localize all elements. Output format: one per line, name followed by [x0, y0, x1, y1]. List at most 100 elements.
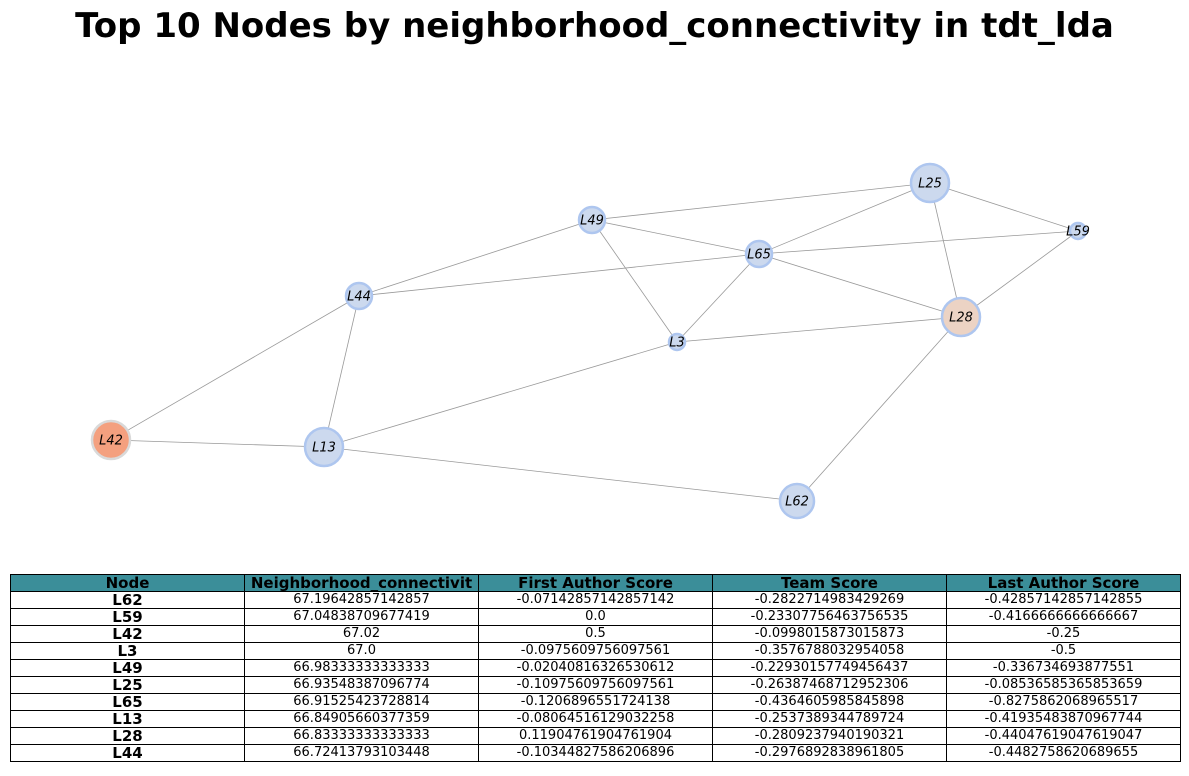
header-first-author-score: First Author Score	[478, 574, 713, 592]
edge-l25-l28	[929, 182, 962, 318]
edge-l13-l62	[323, 446, 798, 502]
table-cell-node: L49	[10, 659, 245, 677]
table-cell: -0.07142857142857142	[478, 591, 713, 609]
table-cell: 66.93548387096774	[244, 676, 479, 694]
table-cell: 66.98333333333333	[244, 659, 479, 677]
edge-l3-l28	[676, 316, 962, 343]
node-label: L25	[918, 177, 942, 192]
edge-l49-l3	[591, 219, 678, 343]
table-cell: 66.83333333333333	[244, 727, 479, 745]
table-cell: 66.84905660377359	[244, 710, 479, 728]
node-circle	[303, 426, 345, 468]
table-cell: -0.1206896551724138	[478, 693, 713, 711]
edge-l65-l44	[358, 253, 760, 297]
graph-node-l44: L44	[344, 281, 374, 311]
table-cell: -0.0975609756097561	[478, 642, 713, 660]
node-label: L3	[669, 336, 685, 351]
table-cell: -0.10344827586206896	[478, 744, 713, 762]
node-label: L44	[347, 290, 371, 305]
table-cell: 0.5	[478, 625, 713, 643]
table-cell: -0.5	[946, 642, 1181, 660]
node-circle	[577, 205, 607, 235]
edge-l25-l59	[929, 182, 1079, 232]
header-team-score: Team Score	[712, 574, 947, 592]
edge-l65-l28	[758, 253, 962, 318]
table-header-row: Node Neighborhood_connectivit First Auth…	[10, 574, 1181, 592]
node-circle	[909, 162, 951, 204]
edge-l49-l25	[591, 182, 931, 221]
edge-l25-l65	[758, 182, 931, 255]
graph-node-l59: L59	[1066, 221, 1090, 241]
node-label: L28	[949, 311, 973, 326]
table-cell-node: L44	[10, 744, 245, 762]
edge-l3-l13	[323, 341, 678, 448]
table-cell: -0.23307756463756535	[712, 608, 947, 626]
header-node: Node	[10, 574, 245, 592]
table-cell: -0.2822714983429269	[712, 591, 947, 609]
table-cell: -0.2976892838961805	[712, 744, 947, 762]
header-neighborhood-connectivity: Neighborhood_connectivit	[244, 574, 479, 592]
header-last-author-score: Last Author Score	[946, 574, 1181, 592]
node-label: L13	[312, 441, 336, 456]
table-cell: 0.11904761904761904	[478, 727, 713, 745]
table-cell-node: L25	[10, 676, 245, 694]
table-cell: -0.26387468712952306	[712, 676, 947, 694]
table-cell-node: L3	[10, 642, 245, 660]
table-cell: -0.41935483870967744	[946, 710, 1181, 728]
edge-l65-l59	[758, 230, 1079, 255]
node-label: L42	[99, 434, 123, 449]
edge-l28-l62	[796, 316, 962, 502]
table-cell: -0.08064516129032258	[478, 710, 713, 728]
edge-layer	[110, 182, 1079, 502]
table-cell-node: L62	[10, 591, 245, 609]
graph-node-l3: L3	[667, 332, 687, 352]
node-circle	[940, 296, 982, 338]
graph-node-l65: L65	[744, 239, 774, 269]
table-cell: 67.02	[244, 625, 479, 643]
node-circle	[90, 419, 132, 461]
edge-l42-l13	[110, 439, 325, 448]
table-cell: 66.91525423728814	[244, 693, 479, 711]
edge-l65-l3	[676, 253, 760, 343]
table-cell: -0.336734693877551	[946, 659, 1181, 677]
table-cell: 67.04838709677419	[244, 608, 479, 626]
node-circle	[667, 332, 687, 352]
graph-node-l49: L49	[577, 205, 607, 235]
table-cell: -0.4482758620689655	[946, 744, 1181, 762]
node-label: L62	[785, 495, 809, 510]
table-cell-node: L65	[10, 693, 245, 711]
graph-node-l42: L42	[90, 419, 132, 461]
node-table-container: Node Neighborhood_connectivit First Auth…	[10, 574, 1181, 762]
node-circle	[778, 482, 816, 520]
table-cell-node: L28	[10, 727, 245, 745]
table-cell: -0.08536585365853659	[946, 676, 1181, 694]
edge-l59-l28	[960, 230, 1079, 318]
node-circle	[744, 239, 774, 269]
table-cell: 66.72413793103448	[244, 744, 479, 762]
table-cell-node: L42	[10, 625, 245, 643]
table-cell: 67.0	[244, 642, 479, 660]
table-cell: 67.19642857142857	[244, 591, 479, 609]
edge-l49-l44	[358, 219, 593, 297]
table-cell: -0.25	[946, 625, 1181, 643]
graph-node-l28: L28	[940, 296, 982, 338]
edge-l44-l13	[323, 295, 360, 448]
table-cell: 0.0	[478, 608, 713, 626]
table-cell: -0.4166666666666667	[946, 608, 1181, 626]
table-cell-node: L59	[10, 608, 245, 626]
node-circle	[344, 281, 374, 311]
edge-l44-l42	[110, 295, 360, 441]
chart-title: Top 10 Nodes by neighborhood_connectivit…	[75, 6, 1114, 46]
table-cell: -0.2537389344789724	[712, 710, 947, 728]
table-cell: -0.44047619047619047	[946, 727, 1181, 745]
table-cell: -0.10975609756097561	[478, 676, 713, 694]
table-cell: -0.3576788032954058	[712, 642, 947, 660]
table-cell: -0.42857142857142855	[946, 591, 1181, 609]
